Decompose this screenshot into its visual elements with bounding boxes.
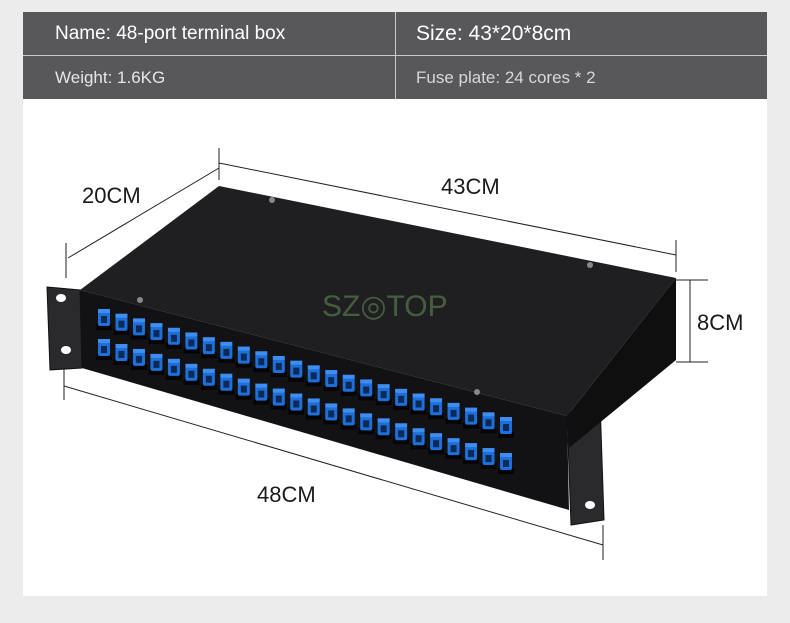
sc-port: [165, 327, 182, 349]
dimension-depth-label: 20CM: [82, 183, 141, 208]
sc-port: [96, 309, 112, 330]
mount-hole: [56, 294, 66, 302]
sc-port: [498, 417, 514, 438]
screw: [474, 389, 480, 395]
spec-name: Name: 48-port terminal box: [55, 22, 286, 44]
sc-port: [235, 346, 252, 368]
sc-port: [165, 358, 182, 380]
sc-port: [340, 408, 357, 430]
sc-port: [270, 355, 287, 377]
spec-size: Size: 43*20*8cm: [416, 21, 572, 45]
sc-port: [130, 318, 147, 340]
sc-port: [463, 407, 480, 429]
sc-port: [393, 423, 410, 445]
table-divider-horizontal: [23, 55, 767, 56]
sc-port: [130, 348, 147, 370]
sc-port: [270, 388, 287, 410]
sc-port: [113, 313, 130, 335]
spec-table: Name: 48-port terminal box Size: 43*20*8…: [23, 12, 767, 99]
screw: [587, 262, 593, 268]
sc-port: [288, 393, 305, 415]
sc-connector-ports: [96, 309, 514, 474]
screw: [269, 197, 275, 203]
sc-port: [498, 453, 514, 474]
sc-port: [200, 337, 217, 359]
spec-fuse-plate: Fuse plate: 24 cores * 2: [416, 67, 596, 87]
sc-port: [183, 332, 200, 354]
sc-port: [305, 398, 322, 420]
sc-port: [375, 384, 392, 406]
sc-port: [358, 413, 375, 435]
sc-port: [253, 351, 270, 373]
mount-hole: [61, 346, 71, 354]
mount-hole: [585, 501, 595, 509]
sc-port: [183, 363, 200, 385]
dimension-width-label: 48CM: [257, 482, 316, 507]
sc-port: [235, 378, 252, 400]
product-photo: SZ◎TOP 20CM 43CM 8CM 48CM: [23, 99, 767, 596]
sc-port: [148, 323, 165, 345]
dimension-lines: [63, 148, 708, 560]
dimension-height-label: 8CM: [697, 310, 743, 335]
left-mount-ear: [46, 286, 83, 371]
watermark: SZ◎TOP: [322, 290, 448, 323]
sc-port: [323, 370, 340, 392]
sc-port: [218, 341, 235, 363]
sc-port: [445, 438, 462, 460]
sc-port: [358, 379, 375, 401]
sc-port: [148, 353, 165, 375]
sc-port: [200, 368, 217, 390]
sc-port: [393, 388, 410, 410]
box-top-face: [80, 186, 676, 416]
sc-port: [113, 343, 130, 365]
sc-port: [428, 433, 445, 455]
box-side-face: [567, 278, 676, 448]
sc-port: [253, 383, 270, 405]
sc-port: [375, 418, 392, 440]
screw: [137, 297, 143, 303]
dimension-length-label: 43CM: [441, 174, 500, 199]
sc-port: [480, 412, 497, 434]
spec-weight: Weight: 1.6KG: [55, 67, 166, 87]
sc-port: [323, 403, 340, 425]
sc-port: [410, 428, 427, 450]
sc-port: [305, 365, 322, 387]
sc-port: [480, 448, 497, 470]
sc-port: [96, 339, 112, 360]
sc-port: [218, 373, 235, 395]
sc-port: [410, 393, 427, 415]
sc-port: [428, 398, 445, 420]
sc-port: [445, 402, 462, 424]
sc-port: [340, 374, 357, 396]
sc-port: [288, 360, 305, 382]
sc-port: [463, 443, 480, 465]
